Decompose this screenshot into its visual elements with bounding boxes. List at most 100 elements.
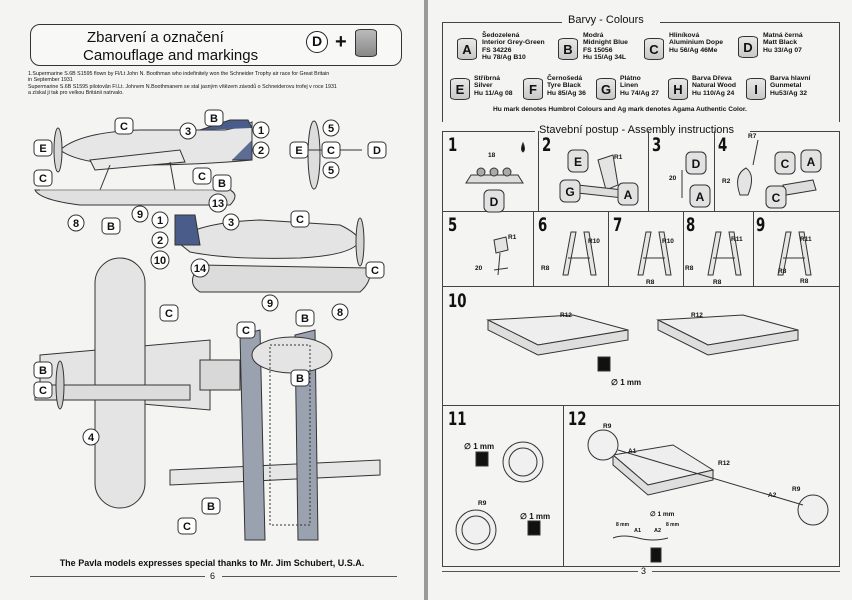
svg-text:C: C	[39, 173, 47, 185]
svg-text:10: 10	[154, 255, 166, 267]
svg-text:B: B	[210, 113, 218, 125]
svg-text:3: 3	[228, 217, 234, 229]
s4-c2-label: C	[772, 191, 781, 205]
callout-10: 10	[150, 250, 170, 270]
svg-text:B: B	[107, 221, 115, 233]
svg-text:B: B	[296, 373, 304, 385]
svg-text:C: C	[371, 265, 379, 277]
callout-c-float: C	[192, 167, 212, 185]
footer-rule-left-right	[442, 571, 638, 572]
grid-left	[442, 131, 443, 566]
svg-text:8: 8	[73, 218, 79, 230]
callout-3-mid: 3	[222, 213, 240, 231]
swatch-c: C	[644, 38, 664, 60]
svg-text:C: C	[120, 121, 128, 133]
callout-c-under-low: C	[177, 517, 197, 535]
callout-c-plan-left: C	[33, 381, 53, 399]
grid-h1	[442, 211, 840, 212]
plan-view	[34, 257, 241, 509]
paint-d-badge: D	[306, 31, 328, 53]
s1-paint-label: D	[490, 195, 499, 209]
grid-v1	[538, 131, 539, 211]
s9-r8b: R8	[800, 278, 809, 285]
title-english: Camouflage and markings	[83, 47, 259, 64]
s4-c1-label: C	[781, 157, 790, 171]
svg-text:B: B	[218, 178, 226, 190]
s12-r9b: R9	[792, 486, 801, 493]
step-6-number: 6	[538, 214, 548, 236]
page-number-left: 6	[210, 571, 216, 581]
step-2-number: 2	[542, 134, 552, 156]
s9-r11: R11	[800, 236, 812, 243]
svg-text:C: C	[165, 308, 173, 320]
s7-r8: R8	[646, 279, 655, 286]
callout-2-top: 2	[252, 141, 270, 159]
s4-r7: R7	[748, 133, 757, 140]
s6-r8: R8	[541, 265, 550, 272]
swatch-i: I	[746, 78, 766, 100]
svg-text:C: C	[39, 385, 47, 397]
paint-can-icon	[355, 29, 377, 57]
title-czech: Zbarvení a označení	[87, 29, 224, 46]
s4-r2: R2	[722, 178, 731, 185]
colours-heading: Barvy - Colours	[568, 14, 644, 26]
step-8-number: 8	[686, 214, 696, 236]
colours-frame-left	[442, 22, 443, 122]
callout-5-top: 5	[322, 119, 340, 137]
s2-r1: R1	[614, 154, 623, 161]
grid-v6	[683, 211, 684, 286]
svg-text:14: 14	[194, 263, 207, 275]
svg-text:8: 8	[337, 307, 343, 319]
s7-r10: R10	[662, 238, 674, 245]
s12-8b: 8 mm	[666, 522, 680, 528]
step-10-number: 10	[448, 290, 467, 312]
grid-v2	[648, 131, 649, 211]
s5-20: 20	[475, 265, 483, 272]
colours-rule-right	[660, 22, 840, 23]
callout-13: 13	[208, 193, 228, 213]
s8-r11: R11	[731, 236, 743, 243]
swatch-b: B	[558, 38, 578, 60]
side-view-lower	[174, 214, 371, 293]
assembly-heading: Stavební postup - Assembly instructions	[539, 124, 735, 136]
s10-r12b: R12	[691, 312, 703, 319]
callout-c-plan-right: C	[236, 321, 256, 339]
grid-right	[839, 131, 840, 566]
s2-a-label: A	[624, 188, 633, 202]
svg-text:2: 2	[258, 145, 264, 157]
callout-c-front: C	[321, 141, 341, 159]
left-page: Zbarvení a označení Camouflage and marki…	[0, 0, 424, 600]
svg-text:1: 1	[258, 125, 264, 137]
svg-text:4: 4	[88, 432, 95, 444]
page-number-right: 3	[641, 566, 647, 576]
callout-b-under-low: B	[201, 497, 221, 515]
svg-text:13: 13	[212, 198, 224, 210]
callout-1-mid: 1	[151, 211, 169, 229]
grid-h3	[442, 405, 840, 406]
callout-8-mid: 8	[331, 303, 349, 321]
step-12-number: 12	[568, 408, 587, 430]
grid-h2	[442, 286, 840, 287]
callout-c-right: C	[365, 261, 385, 279]
grid-v7	[753, 211, 754, 286]
swatch-a: A	[457, 38, 477, 60]
s11-mm1: ∅ 1 mm	[464, 442, 495, 451]
swatch-h: H	[668, 78, 688, 100]
callout-b-float: B	[212, 174, 232, 192]
s2-e-label: E	[574, 155, 582, 169]
title-box: Zbarvení a označení Camouflage and marki…	[30, 24, 402, 66]
step-5-number: 5	[448, 214, 458, 236]
grid-bottom	[442, 566, 840, 567]
s12-8a: 8 mm	[616, 522, 630, 528]
page-gutter	[424, 0, 428, 600]
step-1-number: 1	[448, 134, 458, 156]
callout-4: 4	[82, 428, 100, 446]
s8-r8a: R8	[685, 265, 694, 272]
note-line-2: in September 1931	[28, 77, 73, 83]
s12-r12: R12	[718, 460, 730, 467]
